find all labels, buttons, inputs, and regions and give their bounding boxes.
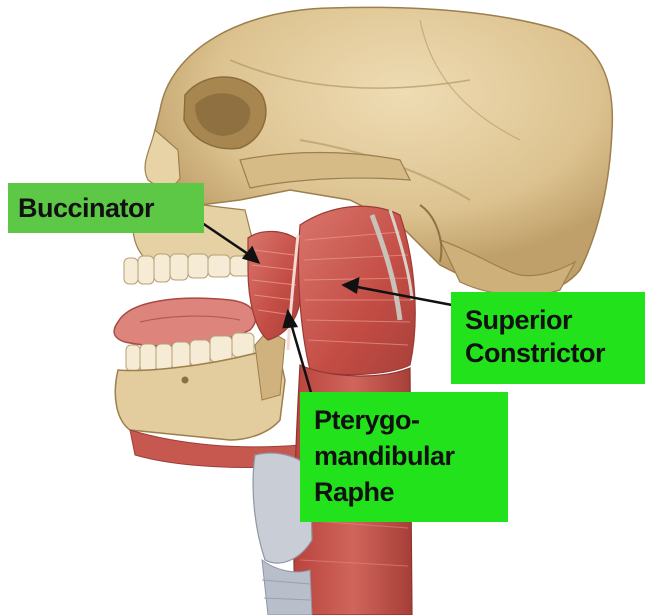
superior-constrictor-label: Superior Constrictor bbox=[451, 292, 645, 384]
superior-constrictor-line-1: Superior bbox=[465, 304, 645, 337]
raphe-label-line-1: Pterygo- bbox=[314, 402, 508, 438]
pterygomandibular-raphe-label: Pterygo- mandibular Raphe bbox=[300, 392, 508, 522]
raphe-label-line-2: mandibular bbox=[314, 438, 508, 474]
buccinator-label: Buccinator bbox=[8, 183, 204, 233]
superior-constrictor-line-2: Constrictor bbox=[465, 337, 645, 370]
raphe-label-line-3: Raphe bbox=[314, 474, 508, 510]
buccinator-label-text: Buccinator bbox=[18, 183, 204, 233]
upper-teeth bbox=[124, 254, 252, 284]
